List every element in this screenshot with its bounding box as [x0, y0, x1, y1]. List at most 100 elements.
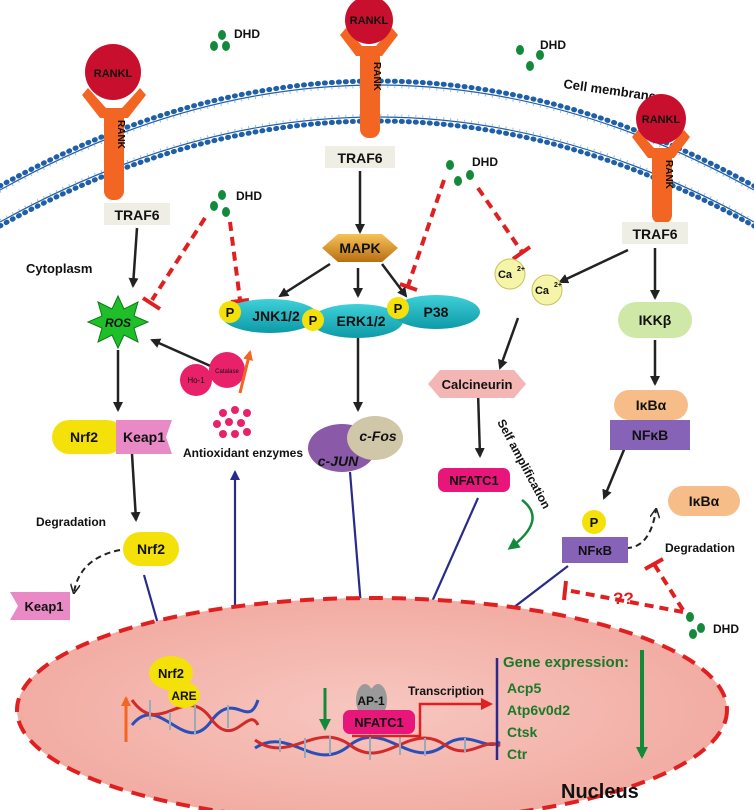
- dhd-label-ca: DHD: [472, 155, 498, 169]
- gene-acp5: Acp5: [507, 680, 541, 696]
- inhibition-lines: [150, 179, 685, 614]
- dhd-label-top-right: DHD: [540, 38, 566, 52]
- dhd-label-ros: DHD: [236, 189, 262, 203]
- ca-label-2: Ca: [535, 285, 550, 297]
- traf6-center: TRAF6: [325, 146, 395, 168]
- jnk-p-label: P: [226, 305, 235, 320]
- enzyme-dots: [213, 406, 251, 438]
- self-amplification-arrow: [507, 499, 534, 550]
- gene-atp6v0d2: Atp6v0d2: [507, 702, 570, 718]
- ros-node: ROS: [86, 294, 150, 350]
- antioxidant-enzymes: Ho-1 Catalase Antioxidant enzymes: [180, 350, 303, 460]
- are-label: ARE: [171, 689, 196, 703]
- traf6-right: TRAF6: [622, 222, 688, 244]
- dhd-top-left: DHD: [210, 27, 260, 51]
- catalase-node: [209, 352, 245, 388]
- ikba-degraded: IκBα: [668, 486, 740, 516]
- nucleus-label: Nucleus: [561, 781, 639, 803]
- gene-expression-title: Gene expression:: [503, 654, 629, 671]
- rankl-label-center: RANKL: [350, 15, 389, 27]
- inhibition-bars: [141, 245, 664, 601]
- rank-receptor-left: RANKL RANK: [82, 44, 146, 200]
- catalase-label: Catalase: [215, 369, 239, 375]
- traf6-label-left: TRAF6: [114, 207, 159, 223]
- ikba-label-degraded: IκBα: [689, 493, 720, 509]
- ros-label: ROS: [105, 316, 131, 330]
- inhibit-jnk: [228, 221, 242, 301]
- rank-receptor-right: RANKL RANK: [632, 94, 690, 224]
- rank-label-center: RANK: [371, 62, 382, 92]
- nrf2-free: Nrf2: [123, 532, 179, 566]
- degradation-arrows: [74, 510, 656, 592]
- cell-membrane-label: Cell membrane: [563, 76, 657, 104]
- nfatc1-label-cyto: NFATC1: [449, 473, 499, 488]
- inhibit-p38: [406, 179, 446, 287]
- cfos-label: c-Fos: [359, 428, 397, 444]
- nfkb-p-label: P: [590, 515, 599, 530]
- rankl-label-left: RANKL: [94, 68, 133, 80]
- nfkb-label-active: NFκB: [578, 543, 612, 558]
- rank-label-left: RANK: [115, 120, 126, 150]
- ap1-label: AP-1: [357, 694, 385, 708]
- cytoplasm-label: Cytoplasm: [26, 261, 92, 276]
- dna-center: [254, 732, 501, 760]
- transcription-arrow: [352, 698, 493, 738]
- p-nfkb-node: NFκB P: [562, 510, 628, 563]
- erk-label: ERK1/2: [336, 313, 385, 329]
- nfatc1-label-nuclear: NFATC1: [354, 715, 404, 730]
- gene-expression: Gene expression: Acp5 Atp6v0d2 Ctsk Ctr: [495, 654, 629, 762]
- degradation-label-left: Degradation: [36, 515, 106, 529]
- cfos-cjun-node: c-Fos c-JUN: [308, 416, 403, 472]
- jnk-node: P JNK1/2: [219, 299, 318, 333]
- p38-p-label: P: [394, 301, 403, 316]
- rankl-ligand-left: [85, 44, 141, 100]
- dna-are: [130, 699, 260, 735]
- keap1-label-degraded: Keap1: [24, 599, 63, 614]
- pathway-arrows: [113, 171, 660, 522]
- unknown-mark: ??: [613, 589, 634, 608]
- ap1-complex: AP-1 NFATC1: [343, 684, 415, 734]
- ho1-node: [180, 364, 212, 396]
- cjun-label: c-JUN: [318, 453, 359, 469]
- degradation-label-right: Degradation: [665, 541, 735, 555]
- rankl-ligand-center: [345, 0, 393, 44]
- ca-node-2: Ca 2+: [531, 274, 563, 306]
- dhd-p38-ca: DHD: [446, 155, 498, 186]
- rankl-ligand-right: [636, 94, 686, 144]
- ca-sup-1: 2+: [517, 266, 525, 273]
- p38-label: P38: [424, 304, 449, 320]
- nrf2-label-complex: Nrf2: [70, 429, 98, 445]
- gene-ctsk: Ctsk: [507, 724, 538, 740]
- transcription-label: Transcription: [408, 684, 484, 698]
- calcineurin-node: Calcineurin: [428, 370, 526, 398]
- rank-receptor-center: RANKL RANK: [340, 0, 398, 138]
- rankl-label-right: RANKL: [642, 114, 681, 126]
- ikba-nfkb-complex: IκBα NFκB: [610, 390, 690, 450]
- keap1-label-complex: Keap1: [123, 429, 165, 445]
- ho1-label: Ho-1: [187, 376, 205, 385]
- ca-node-1: Ca 2+: [494, 258, 526, 290]
- dhd-label-nfkb: DHD: [713, 622, 739, 636]
- gene-ctr: Ctr: [507, 746, 528, 762]
- mapk-node: MAPK: [322, 234, 398, 262]
- inhibit-ca: [476, 186, 524, 254]
- ikkb-label: IKKβ: [639, 312, 672, 328]
- rank-label-right: RANK: [663, 160, 674, 190]
- inhibit-ros: [150, 216, 207, 302]
- antioxidant-label: Antioxidant enzymes: [183, 446, 303, 460]
- dhd-ros-jnk: DHD: [210, 189, 262, 217]
- nrf2-nuclear: Nrf2 ARE: [149, 656, 200, 708]
- inhibit-nfkb: [565, 588, 684, 614]
- ca-label-1: Ca: [498, 269, 513, 281]
- ca-sup-2: 2+: [554, 282, 562, 289]
- traf6-label-right: TRAF6: [632, 226, 677, 242]
- erk-p-label: P: [309, 313, 318, 328]
- traf6-label-center: TRAF6: [337, 150, 382, 166]
- dhd-nfkb: DHD: [686, 612, 739, 639]
- p38-node: P P38: [387, 295, 480, 329]
- self-amplification-label: Self amplification: [494, 417, 553, 511]
- mapk-label: MAPK: [339, 240, 380, 256]
- nrf2-label-nuclear: Nrf2: [158, 666, 184, 681]
- calcineurin-label: Calcineurin: [442, 377, 513, 392]
